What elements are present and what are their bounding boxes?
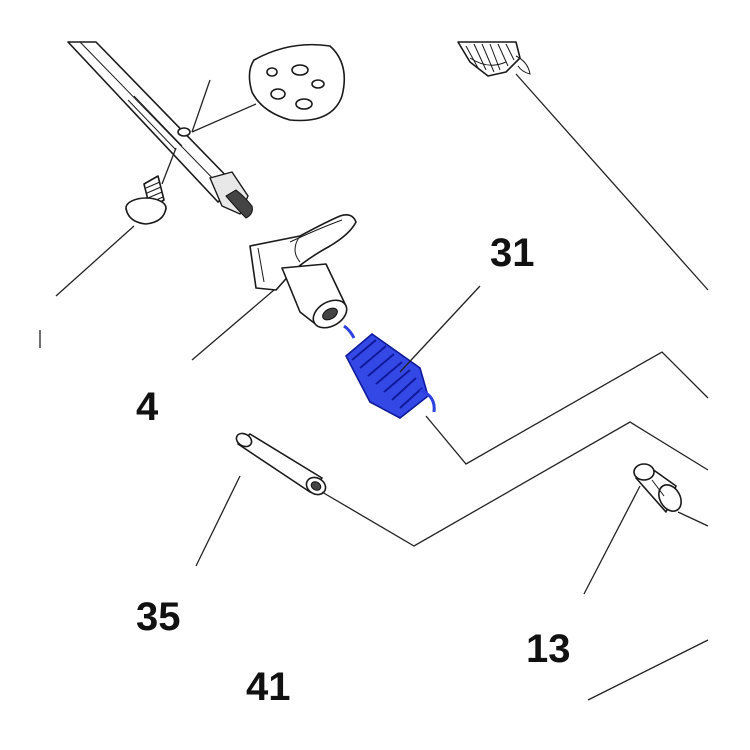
label-part-41: 41 bbox=[246, 665, 291, 709]
label-part-4: 4 bbox=[136, 385, 159, 429]
bushing bbox=[633, 463, 682, 513]
top-spring-partial bbox=[457, 41, 531, 77]
label-part-31: 31 bbox=[490, 231, 535, 275]
label-part-13: 13 bbox=[526, 627, 571, 671]
leader-lines bbox=[39, 73, 709, 701]
label-part-35: 35 bbox=[136, 595, 181, 639]
pin bbox=[235, 432, 327, 496]
lever-bushing bbox=[249, 214, 357, 329]
highlighted-spring bbox=[343, 324, 436, 419]
mounting-plate bbox=[248, 43, 346, 122]
shaft bbox=[67, 41, 253, 219]
screw bbox=[125, 175, 167, 225]
